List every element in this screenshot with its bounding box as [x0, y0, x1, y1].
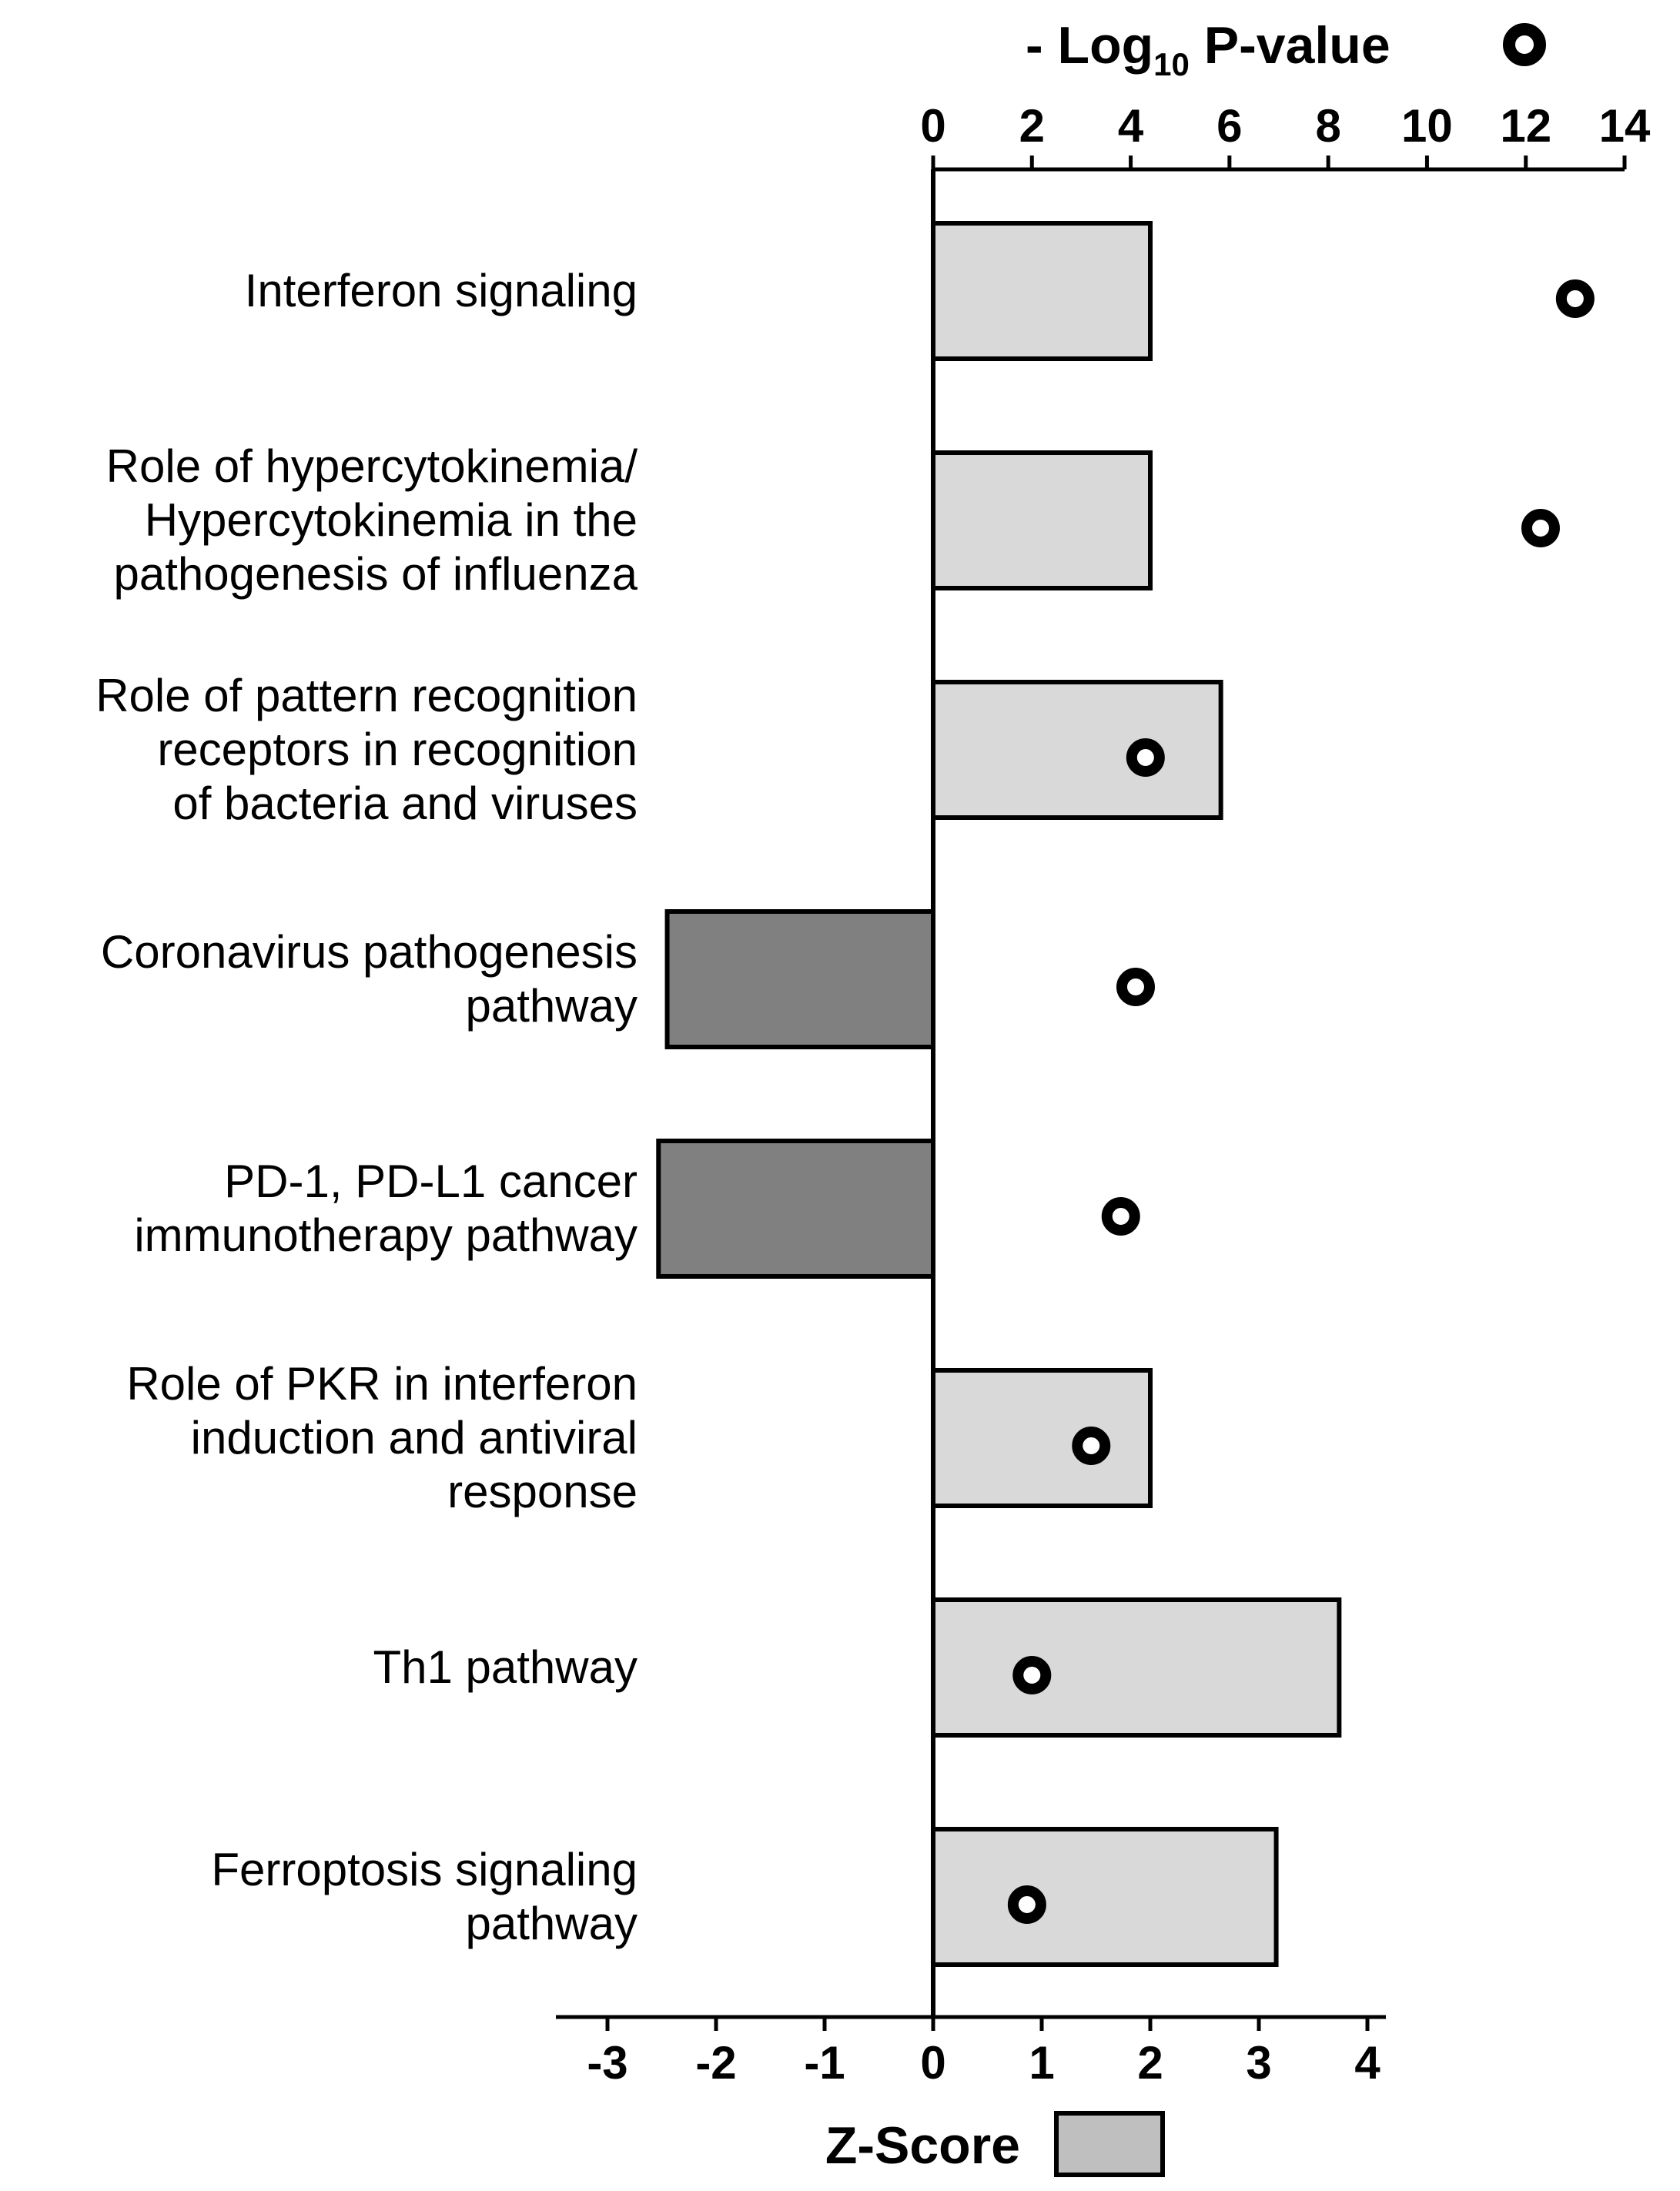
p-value-point	[1072, 1427, 1111, 1465]
p-value-point	[1101, 1197, 1140, 1236]
category-label-line: Ferroptosis signaling	[211, 1844, 638, 1895]
top-axis-title-subscript: 10	[1153, 46, 1190, 82]
category-label-line: Role of pattern recognition	[95, 670, 638, 721]
z-score-bar	[656, 1139, 936, 1279]
category-label-line: immunotherapy pathway	[134, 1209, 638, 1261]
category-label: Th1 pathway	[373, 1641, 638, 1693]
top-tick-label: 8	[1315, 100, 1340, 152]
p-value-point	[1555, 279, 1595, 318]
bottom-tick-label: -1	[804, 2037, 845, 2089]
z-score-bar	[664, 909, 935, 1049]
bottom-tick-label: 4	[1354, 2037, 1380, 2089]
category-label-line: response	[447, 1466, 638, 1517]
z-score-bar	[931, 221, 1153, 361]
z-score-bar	[931, 1597, 1342, 1738]
z-score-bar	[931, 450, 1153, 590]
z-score-bar	[931, 1827, 1279, 1967]
p-value-points	[1007, 279, 1595, 1924]
top-tick-label: 10	[1401, 100, 1453, 152]
top-tick-label: 12	[1500, 100, 1551, 152]
top-axis-title-rest: P-value	[1190, 16, 1391, 75]
category-label-line: pathogenesis of influenza	[113, 548, 638, 600]
top-axis-title-main: - Log	[1026, 16, 1153, 75]
category-label-line: pathway	[466, 980, 638, 1032]
category-label: Interferon signaling	[245, 265, 638, 316]
top-tick-label: 6	[1216, 100, 1242, 152]
p-value-point	[1012, 1656, 1052, 1694]
p-value-point	[1007, 1885, 1046, 1924]
category-label-line: Interferon signaling	[245, 265, 638, 316]
category-label-line: Th1 pathway	[373, 1641, 638, 1693]
z-score-bars	[656, 221, 1342, 1967]
bottom-tick-label: -2	[695, 2037, 736, 2089]
bottom-axis-title: Z-Score	[825, 2116, 1020, 2175]
bottom-axis: -3 -2 -1 0 1 2 3 4	[556, 2015, 1386, 2089]
p-value-point	[1521, 509, 1560, 547]
z-score-bar	[931, 680, 1223, 820]
bottom-tick-label: 0	[920, 2037, 945, 2089]
p-value-point	[1126, 738, 1165, 777]
category-label-line: Role of hypercytokinemia/	[106, 440, 638, 492]
top-tick-label: 2	[1019, 100, 1045, 152]
category-label-line: induction and antiviral	[191, 1412, 638, 1463]
z-score-bar	[931, 1368, 1153, 1508]
category-label: Role of hypercytokinemia/Hypercytokinemi…	[106, 440, 638, 600]
category-label-line: Hypercytokinemia in the	[145, 494, 638, 546]
category-label-line: Coronavirus pathogenesis	[101, 926, 638, 978]
category-label-line: of bacteria and viruses	[172, 778, 638, 829]
category-label-line: pathway	[466, 1898, 638, 1949]
top-tick-label: 4	[1118, 100, 1144, 152]
p-value-legend-marker	[1503, 23, 1546, 66]
bottom-tick-label: 3	[1246, 2037, 1271, 2089]
top-axis: 0 2 4 6 8 10 12 14	[920, 100, 1651, 172]
category-label-line: Role of PKR in interferon	[126, 1358, 638, 1410]
category-label-line: PD-1, PD-L1 cancer	[224, 1156, 638, 1207]
bottom-tick-label: 1	[1029, 2037, 1054, 2089]
bottom-tick-label: 2	[1137, 2037, 1163, 2089]
p-value-point	[1116, 968, 1155, 1006]
top-tick-label: 14	[1599, 100, 1651, 152]
bottom-tick-label: -3	[587, 2037, 627, 2089]
category-label-line: receptors in recognition	[157, 724, 638, 775]
z-score-legend-swatch	[1054, 2111, 1165, 2177]
top-tick-label: 0	[920, 100, 945, 152]
top-axis-title: - Log10 P-value	[1026, 16, 1391, 82]
